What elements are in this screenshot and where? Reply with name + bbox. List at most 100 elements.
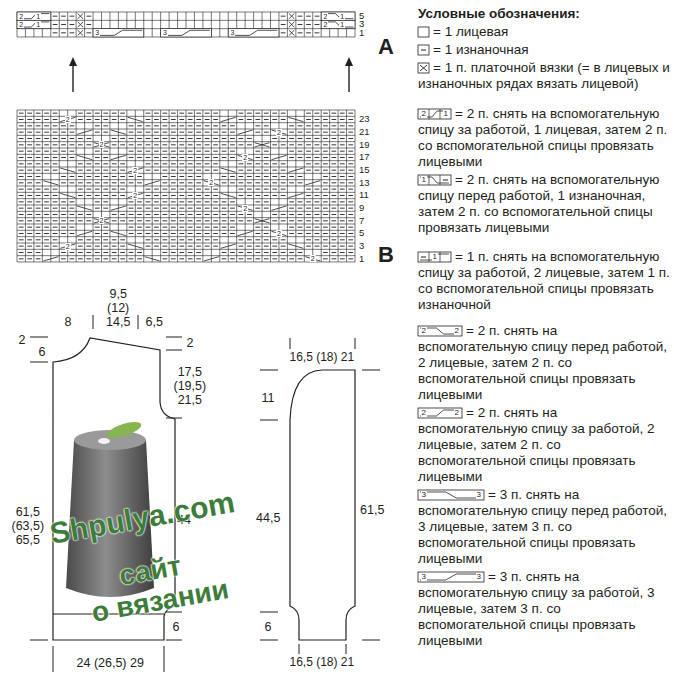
purl-symbol — [179, 119, 184, 120]
dimension-tick — [260, 370, 278, 371]
purl-symbol — [188, 258, 193, 259]
purl-symbol — [348, 208, 353, 209]
grid-line — [253, 110, 254, 262]
purl-symbol — [171, 239, 176, 240]
purl-symbol — [315, 208, 320, 209]
purl-symbol — [289, 208, 294, 209]
purl-symbol — [264, 182, 269, 183]
purl-symbol — [315, 233, 320, 234]
purl-symbol — [340, 233, 345, 234]
purl-symbol — [179, 113, 184, 114]
purl-symbol — [196, 144, 201, 145]
purl-symbol — [146, 144, 151, 145]
purl-symbol — [171, 258, 176, 259]
purl-symbol — [340, 157, 345, 158]
purl-symbol — [247, 214, 252, 215]
cable-line — [77, 130, 92, 134]
row-number: 3 — [359, 241, 364, 251]
symbol-number: 3 — [476, 573, 482, 581]
purl-symbol — [163, 151, 168, 152]
purl-symbol — [86, 24, 91, 25]
purl-symbol — [340, 119, 345, 120]
purl-symbol — [196, 132, 201, 133]
purl-symbol — [95, 201, 100, 202]
purl-symbol — [36, 208, 41, 209]
arrow-line — [348, 64, 349, 92]
purl-symbol — [196, 252, 201, 253]
purl-symbol — [188, 151, 193, 152]
dimension-label: 61,5 (63,5) 65,5 — [12, 505, 45, 548]
purl-symbol — [171, 125, 176, 126]
purl-symbol — [44, 214, 49, 215]
purl-symbol — [222, 201, 227, 202]
purl-symbol — [230, 258, 235, 259]
row-number: 13 — [359, 178, 370, 188]
purl-symbol — [323, 182, 328, 183]
purl-symbol — [19, 157, 24, 158]
symbol-cell — [418, 490, 484, 500]
grid-line — [93, 110, 94, 262]
purl-symbol — [230, 227, 235, 228]
purl-symbol — [323, 151, 328, 152]
grid-line — [186, 110, 187, 262]
purl-symbol — [348, 258, 353, 259]
purl-symbol — [323, 176, 328, 177]
purl-symbol — [120, 214, 125, 215]
purl-symbol — [70, 208, 75, 209]
purl-symbol — [306, 151, 311, 152]
purl-symbol — [298, 138, 303, 139]
purl-symbol — [112, 189, 117, 190]
purl-symbol — [264, 113, 269, 114]
purl-symbol — [44, 189, 49, 190]
purl-symbol — [332, 195, 337, 196]
purl-symbol — [27, 113, 32, 114]
purl-symbol — [213, 239, 218, 240]
purl-symbol — [239, 113, 244, 114]
purl-symbol — [154, 125, 159, 126]
purl-symbol — [272, 258, 277, 259]
purl-symbol — [78, 258, 83, 259]
purl-symbol — [163, 214, 168, 215]
purl-symbol — [163, 195, 168, 196]
purl-symbol — [61, 138, 66, 139]
purl-symbol — [205, 189, 210, 190]
purl-symbol — [205, 195, 210, 196]
purl-symbol — [239, 189, 244, 190]
purl-symbol — [196, 233, 201, 234]
purl-symbol — [70, 144, 75, 145]
purl-symbol — [103, 119, 108, 120]
purl-symbol — [315, 220, 320, 221]
purl-symbol — [222, 214, 227, 215]
purl-symbol — [61, 16, 66, 17]
dimension-tick — [355, 338, 356, 349]
purl-symbol — [306, 113, 311, 114]
dimension-label: 6 — [265, 620, 272, 634]
purl-symbol — [137, 201, 142, 202]
purl-symbol — [264, 233, 269, 234]
purl-symbol — [179, 125, 184, 126]
purl-symbol — [27, 214, 32, 215]
purl-symbol — [348, 233, 353, 234]
grid-line — [202, 110, 203, 262]
purl-symbol — [196, 189, 201, 190]
purl-symbol — [137, 227, 142, 228]
cable-symbol — [321, 20, 355, 28]
grid-line — [346, 110, 347, 262]
purl-symbol — [196, 176, 201, 177]
purl-symbol — [95, 189, 100, 190]
cable-line — [323, 22, 354, 27]
purl-symbol — [247, 220, 252, 221]
purl-symbol — [239, 220, 244, 221]
cable-line — [420, 492, 482, 498]
purl-symbol — [230, 214, 235, 215]
purl-symbol — [247, 113, 252, 114]
purl-symbol — [196, 258, 201, 259]
garter-symbol — [78, 30, 83, 35]
purl-symbol — [95, 208, 100, 209]
purl-symbol — [171, 195, 176, 196]
purl-symbol — [27, 151, 32, 152]
purl-symbol — [154, 119, 159, 120]
purl-symbol — [306, 16, 311, 17]
purl-symbol — [61, 24, 66, 25]
purl-symbol — [306, 138, 311, 139]
